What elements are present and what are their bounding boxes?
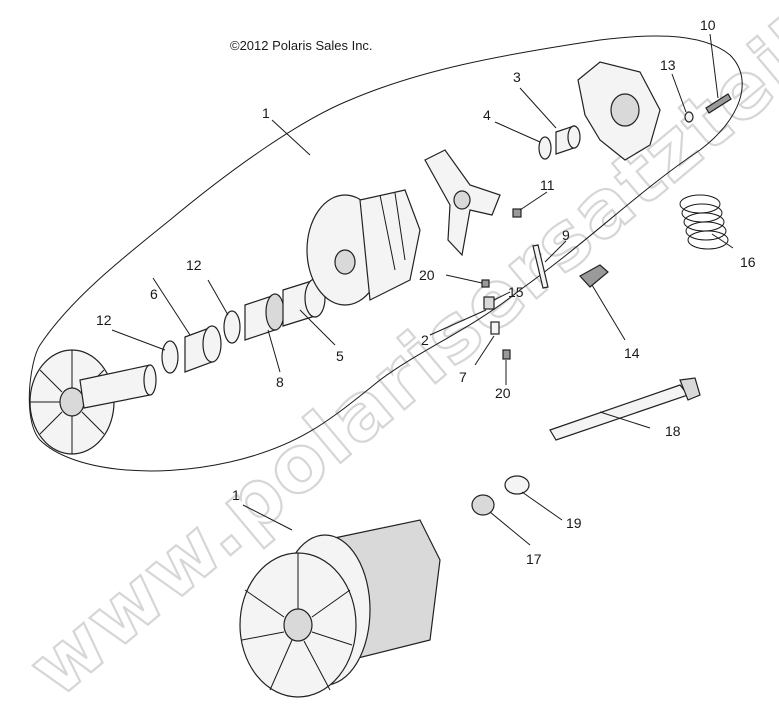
assembly-outline — [28, 35, 743, 472]
weight-14 — [579, 264, 609, 288]
callout-6: 6 — [150, 286, 158, 302]
nut-11 — [512, 208, 522, 218]
washer-19 — [504, 475, 530, 495]
callout-8: 8 — [276, 374, 284, 390]
bushing-3 — [555, 125, 581, 155]
callout-labels: 1 1 2 3 4 5 6 7 8 9 10 11 12 12 13 14 15… — [96, 17, 756, 567]
bushing-6 — [184, 325, 222, 373]
callout-14: 14 — [624, 345, 640, 361]
callout-9: 9 — [562, 227, 570, 243]
bolt-18 — [549, 377, 701, 441]
callout-16: 16 — [740, 254, 756, 270]
leader-lines — [111, 33, 734, 546]
callout-19: 19 — [566, 515, 582, 531]
callout-4: 4 — [483, 107, 491, 123]
callout-20-upper: 20 — [419, 267, 435, 283]
bolt-10 — [705, 93, 732, 114]
callout-1-assembly: 1 — [232, 487, 240, 503]
roller-15 — [483, 296, 495, 310]
bushing-8 — [244, 293, 285, 341]
callout-2: 2 — [421, 332, 429, 348]
pin-9 — [532, 244, 549, 289]
nut-17 — [471, 494, 495, 516]
callout-12-middle: 12 — [186, 257, 202, 273]
callout-1: 1 — [262, 105, 270, 121]
callout-15: 15 — [508, 284, 524, 300]
cover-part — [577, 61, 661, 161]
callout-12-left: 12 — [96, 312, 112, 328]
callout-11: 11 — [540, 177, 555, 193]
callout-5: 5 — [336, 348, 344, 364]
moveable-sheave — [306, 189, 421, 306]
callout-3: 3 — [513, 69, 521, 85]
snap-ring-left — [161, 340, 179, 374]
spider-part — [424, 149, 501, 257]
ring-4 — [538, 136, 552, 160]
washer-20-lower — [502, 349, 511, 360]
callout-7: 7 — [459, 369, 467, 385]
callout-18: 18 — [665, 423, 681, 439]
clutch-assembly — [239, 519, 441, 698]
callout-10: 10 — [700, 17, 716, 33]
callout-17: 17 — [526, 551, 542, 567]
washer-13 — [684, 111, 694, 123]
callout-20-lower: 20 — [495, 385, 511, 401]
fan-shaft-part — [29, 349, 157, 455]
spring-16 — [679, 194, 729, 250]
washer-20-upper — [481, 279, 490, 288]
callout-13: 13 — [660, 57, 676, 73]
copyright-notice: ©2012 Polaris Sales Inc. — [230, 38, 373, 53]
pin-7 — [490, 321, 500, 335]
snap-ring-middle — [223, 310, 241, 344]
